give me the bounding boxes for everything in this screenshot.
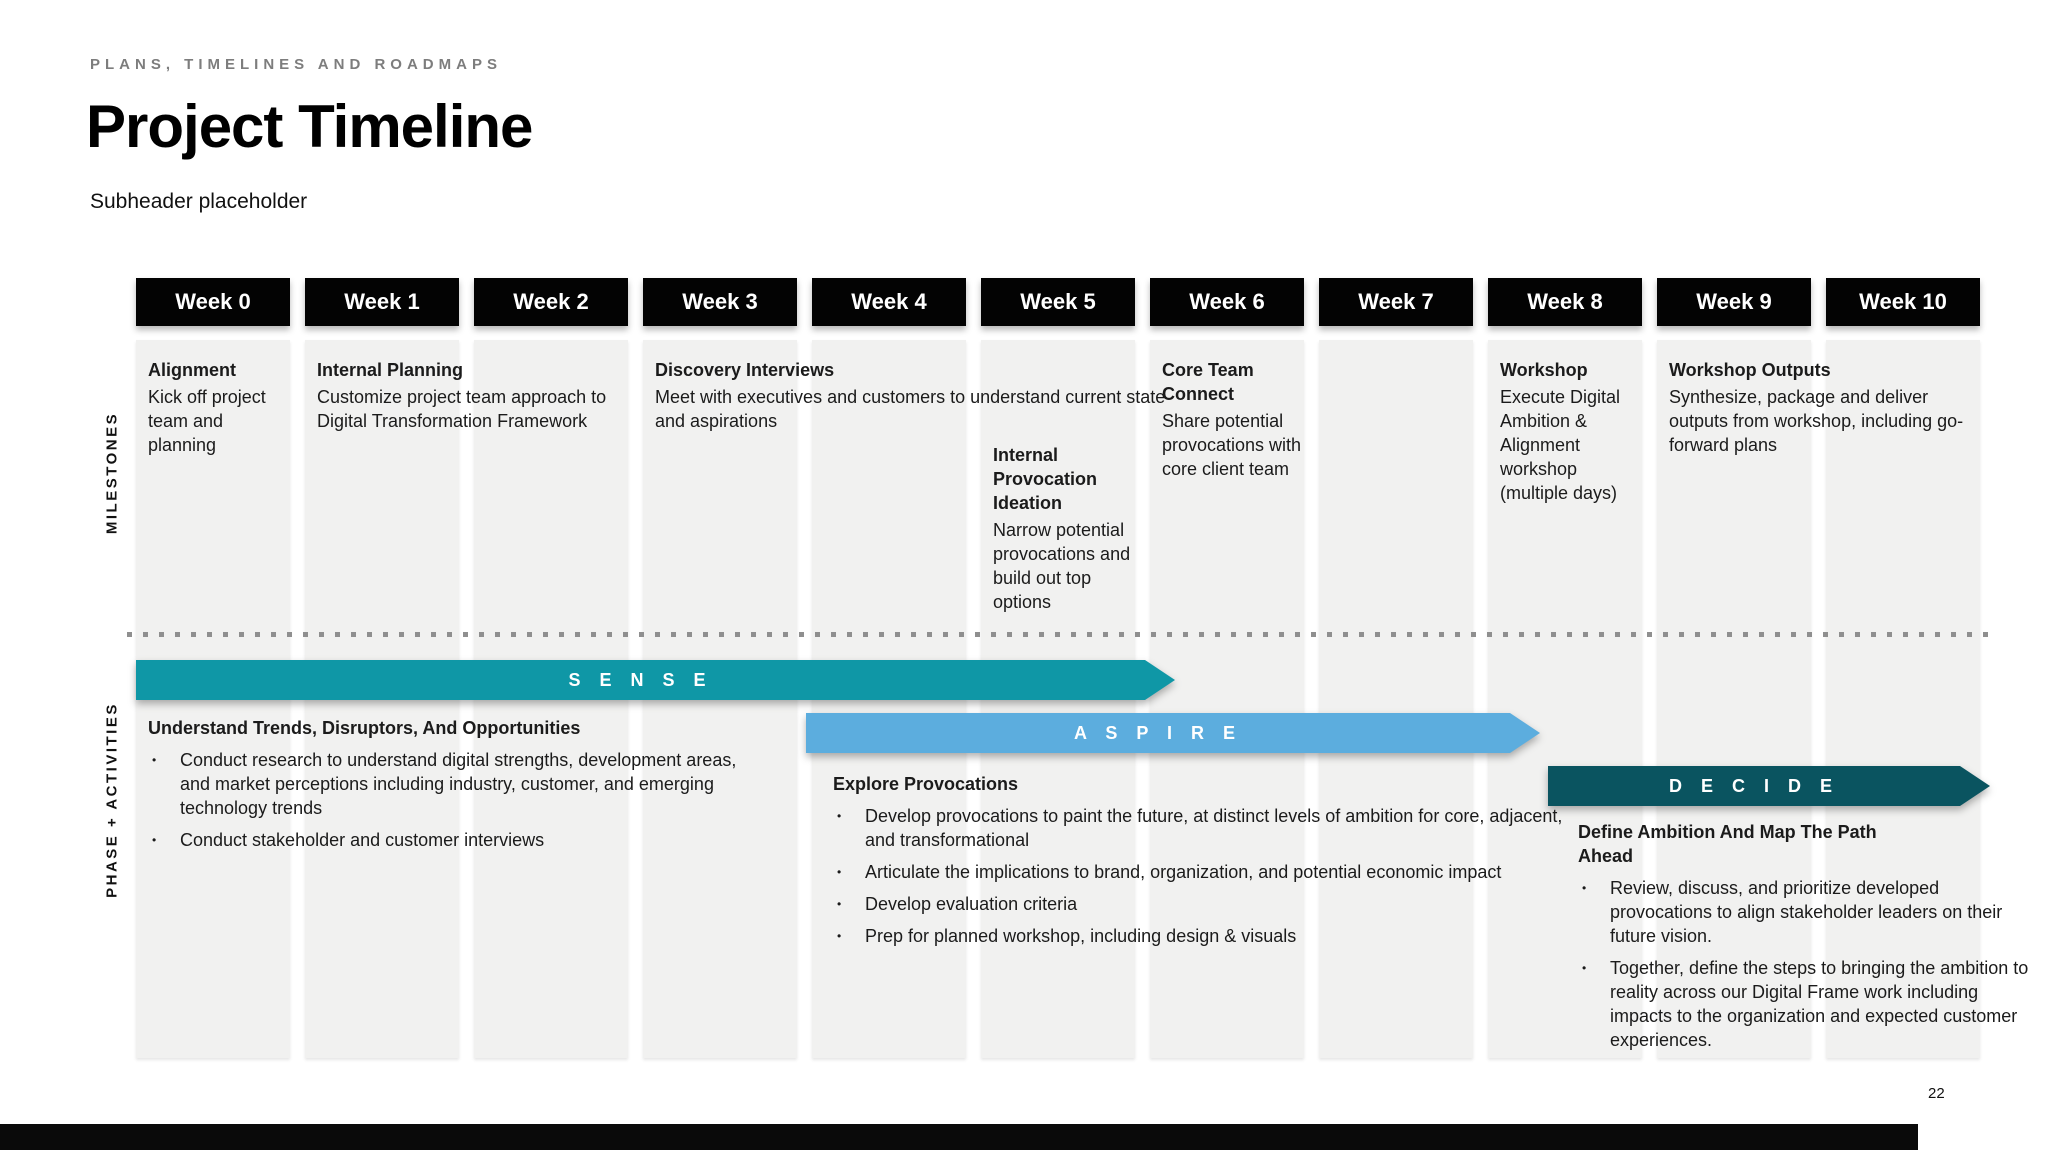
bullet-icon: • xyxy=(837,809,842,823)
milestones-rail-label: MILESTONES xyxy=(103,411,121,535)
bullet-text: Develop evaluation criteria xyxy=(865,894,1078,914)
week-column-9: Week 9 xyxy=(1657,278,1811,1058)
week-header: Week 1 xyxy=(305,278,459,326)
dotted-divider xyxy=(127,632,1989,637)
sense-arrow: S E N S E xyxy=(136,660,1175,700)
page-number: 22 xyxy=(1928,1085,1945,1102)
bullet-text: Develop provocations to paint the future… xyxy=(865,806,1563,850)
week-header: Week 3 xyxy=(643,278,797,326)
milestone-body: Kick off project team and planning xyxy=(148,387,266,455)
bullet-item: • Together, define the steps to bringing … xyxy=(1578,956,2040,1052)
bullet-item: • Conduct stakeholder and customer interv… xyxy=(148,828,773,852)
week-header: Week 6 xyxy=(1150,278,1304,326)
week-header: Week 0 xyxy=(136,278,290,326)
milestone-body: Execute Digital Ambition & Alignment wor… xyxy=(1500,387,1621,503)
week-column-background xyxy=(1657,340,1811,1058)
aspire-arrow-label: A S P I R E xyxy=(1073,722,1243,743)
bullet-text: Articulate the implications to brand, or… xyxy=(865,862,1502,882)
decide-arrow-shape: D E C I D E xyxy=(1548,766,1990,806)
milestone-title: Workshop xyxy=(1500,360,1588,380)
bullet-item: • Conduct research to understand digital … xyxy=(148,748,773,820)
sense-arrow-label: S E N S E xyxy=(568,669,713,690)
bullet-item: • Prep for planned workshop, including de… xyxy=(833,924,1578,948)
bullet-text: Conduct research to understand digital s… xyxy=(180,750,737,818)
bullet-icon: • xyxy=(1582,961,1587,975)
milestone-workshop-outputs: Workshop Outputs Synthesize, package and… xyxy=(1669,358,1969,457)
milestone-internal-planning: Internal Planning Customize project team… xyxy=(317,358,637,433)
bullet-text: Review, discuss, and prioritize develope… xyxy=(1610,878,2003,946)
bullet-icon: • xyxy=(1582,881,1587,895)
milestone-body: Narrow potential provocations and build … xyxy=(993,520,1131,612)
week-column-6: Week 6 xyxy=(1150,278,1304,1058)
aspire-activities: Explore Provocations • Develop provocatio… xyxy=(833,772,1578,956)
sense-activities: Understand Trends, Disruptors, And Oppor… xyxy=(148,716,773,860)
milestone-discovery-interviews: Discovery Interviews Meet with executive… xyxy=(655,358,1170,433)
milestone-body: Customize project team approach to Digit… xyxy=(317,387,607,431)
bullet-icon: • xyxy=(152,753,157,767)
aspire-arrow: A S P I R E xyxy=(806,713,1540,753)
sense-heading: Understand Trends, Disruptors, And Oppor… xyxy=(148,718,581,738)
subheader: Subheader placeholder xyxy=(90,190,308,213)
milestone-title: Alignment xyxy=(148,360,236,380)
milestone-title: Internal Planning xyxy=(317,360,464,380)
week-column-background xyxy=(1488,340,1642,1058)
bullet-icon: • xyxy=(152,833,157,847)
week-header: Week 8 xyxy=(1488,278,1642,326)
week-column-8: Week 8 xyxy=(1488,278,1642,1058)
bullet-item: • Review, discuss, and prioritize develop… xyxy=(1578,876,2040,948)
week-column-10: Week 10 xyxy=(1826,278,1980,1058)
bullet-text: Together, define the steps to bringing t… xyxy=(1610,958,2029,1050)
milestone-body: Share potential provocations with core c… xyxy=(1162,411,1302,479)
eyebrow-text: PLANS, TIMELINES AND ROADMAPS xyxy=(90,56,502,73)
aspire-heading: Explore Provocations xyxy=(833,774,1019,794)
bullet-text: Prep for planned workshop, including des… xyxy=(865,926,1297,946)
week-header: Week 10 xyxy=(1826,278,1980,326)
milestone-title: Discovery Interviews xyxy=(655,360,835,380)
milestone-workshop: Workshop Execute Digital Ambition & Alig… xyxy=(1500,358,1638,505)
bullet-icon: • xyxy=(837,897,842,911)
page-title: Project Timeline xyxy=(86,93,533,160)
bullet-item: • Develop evaluation criteria xyxy=(833,892,1578,916)
week-header: Week 5 xyxy=(981,278,1135,326)
milestone-title: Workshop Outputs xyxy=(1669,360,1831,380)
decide-activities: Define Ambition And Map The Path Ahead •… xyxy=(1578,820,2040,1060)
milestone-core-team-connect: Core Team Connect Share potential provoc… xyxy=(1162,358,1320,481)
milestone-body: Synthesize, package and deliver outputs … xyxy=(1669,387,1964,455)
week-header: Week 2 xyxy=(474,278,628,326)
aspire-arrow-shape: A S P I R E xyxy=(806,713,1540,753)
milestone-title: Internal Provocation Ideation xyxy=(993,445,1098,513)
bottom-bar xyxy=(0,1124,1918,1150)
week-header: Week 9 xyxy=(1657,278,1811,326)
milestone-title: Core Team Connect xyxy=(1162,360,1254,404)
phases-rail-label: PHASE + ACTIVITIES xyxy=(103,702,121,898)
week-column-background xyxy=(1319,340,1473,1058)
decide-arrow-label: D E C I D E xyxy=(1668,775,1839,796)
week-column-background xyxy=(1826,340,1980,1058)
week-header: Week 7 xyxy=(1319,278,1473,326)
bullet-text: Conduct stakeholder and customer intervi… xyxy=(180,830,545,850)
bullet-icon: • xyxy=(837,865,842,879)
bullet-item: • Articulate the implications to brand, o… xyxy=(833,860,1578,884)
milestone-alignment: Alignment Kick off project team and plan… xyxy=(148,358,293,457)
decide-heading: Define Ambition And Map The Path Ahead xyxy=(1578,822,1877,866)
bullet-icon: • xyxy=(837,929,842,943)
week-column-7: Week 7 xyxy=(1319,278,1473,1058)
bullet-item: • Develop provocations to paint the futur… xyxy=(833,804,1578,852)
week-column-background xyxy=(1150,340,1304,1058)
sense-arrow-shape: S E N S E xyxy=(136,660,1175,700)
milestone-internal-provocation-ideation: Internal Provocation Ideation Narrow pot… xyxy=(993,443,1143,614)
week-header: Week 4 xyxy=(812,278,966,326)
milestone-body: Meet with executives and customers to un… xyxy=(655,387,1166,431)
decide-arrow: D E C I D E xyxy=(1548,766,1990,806)
